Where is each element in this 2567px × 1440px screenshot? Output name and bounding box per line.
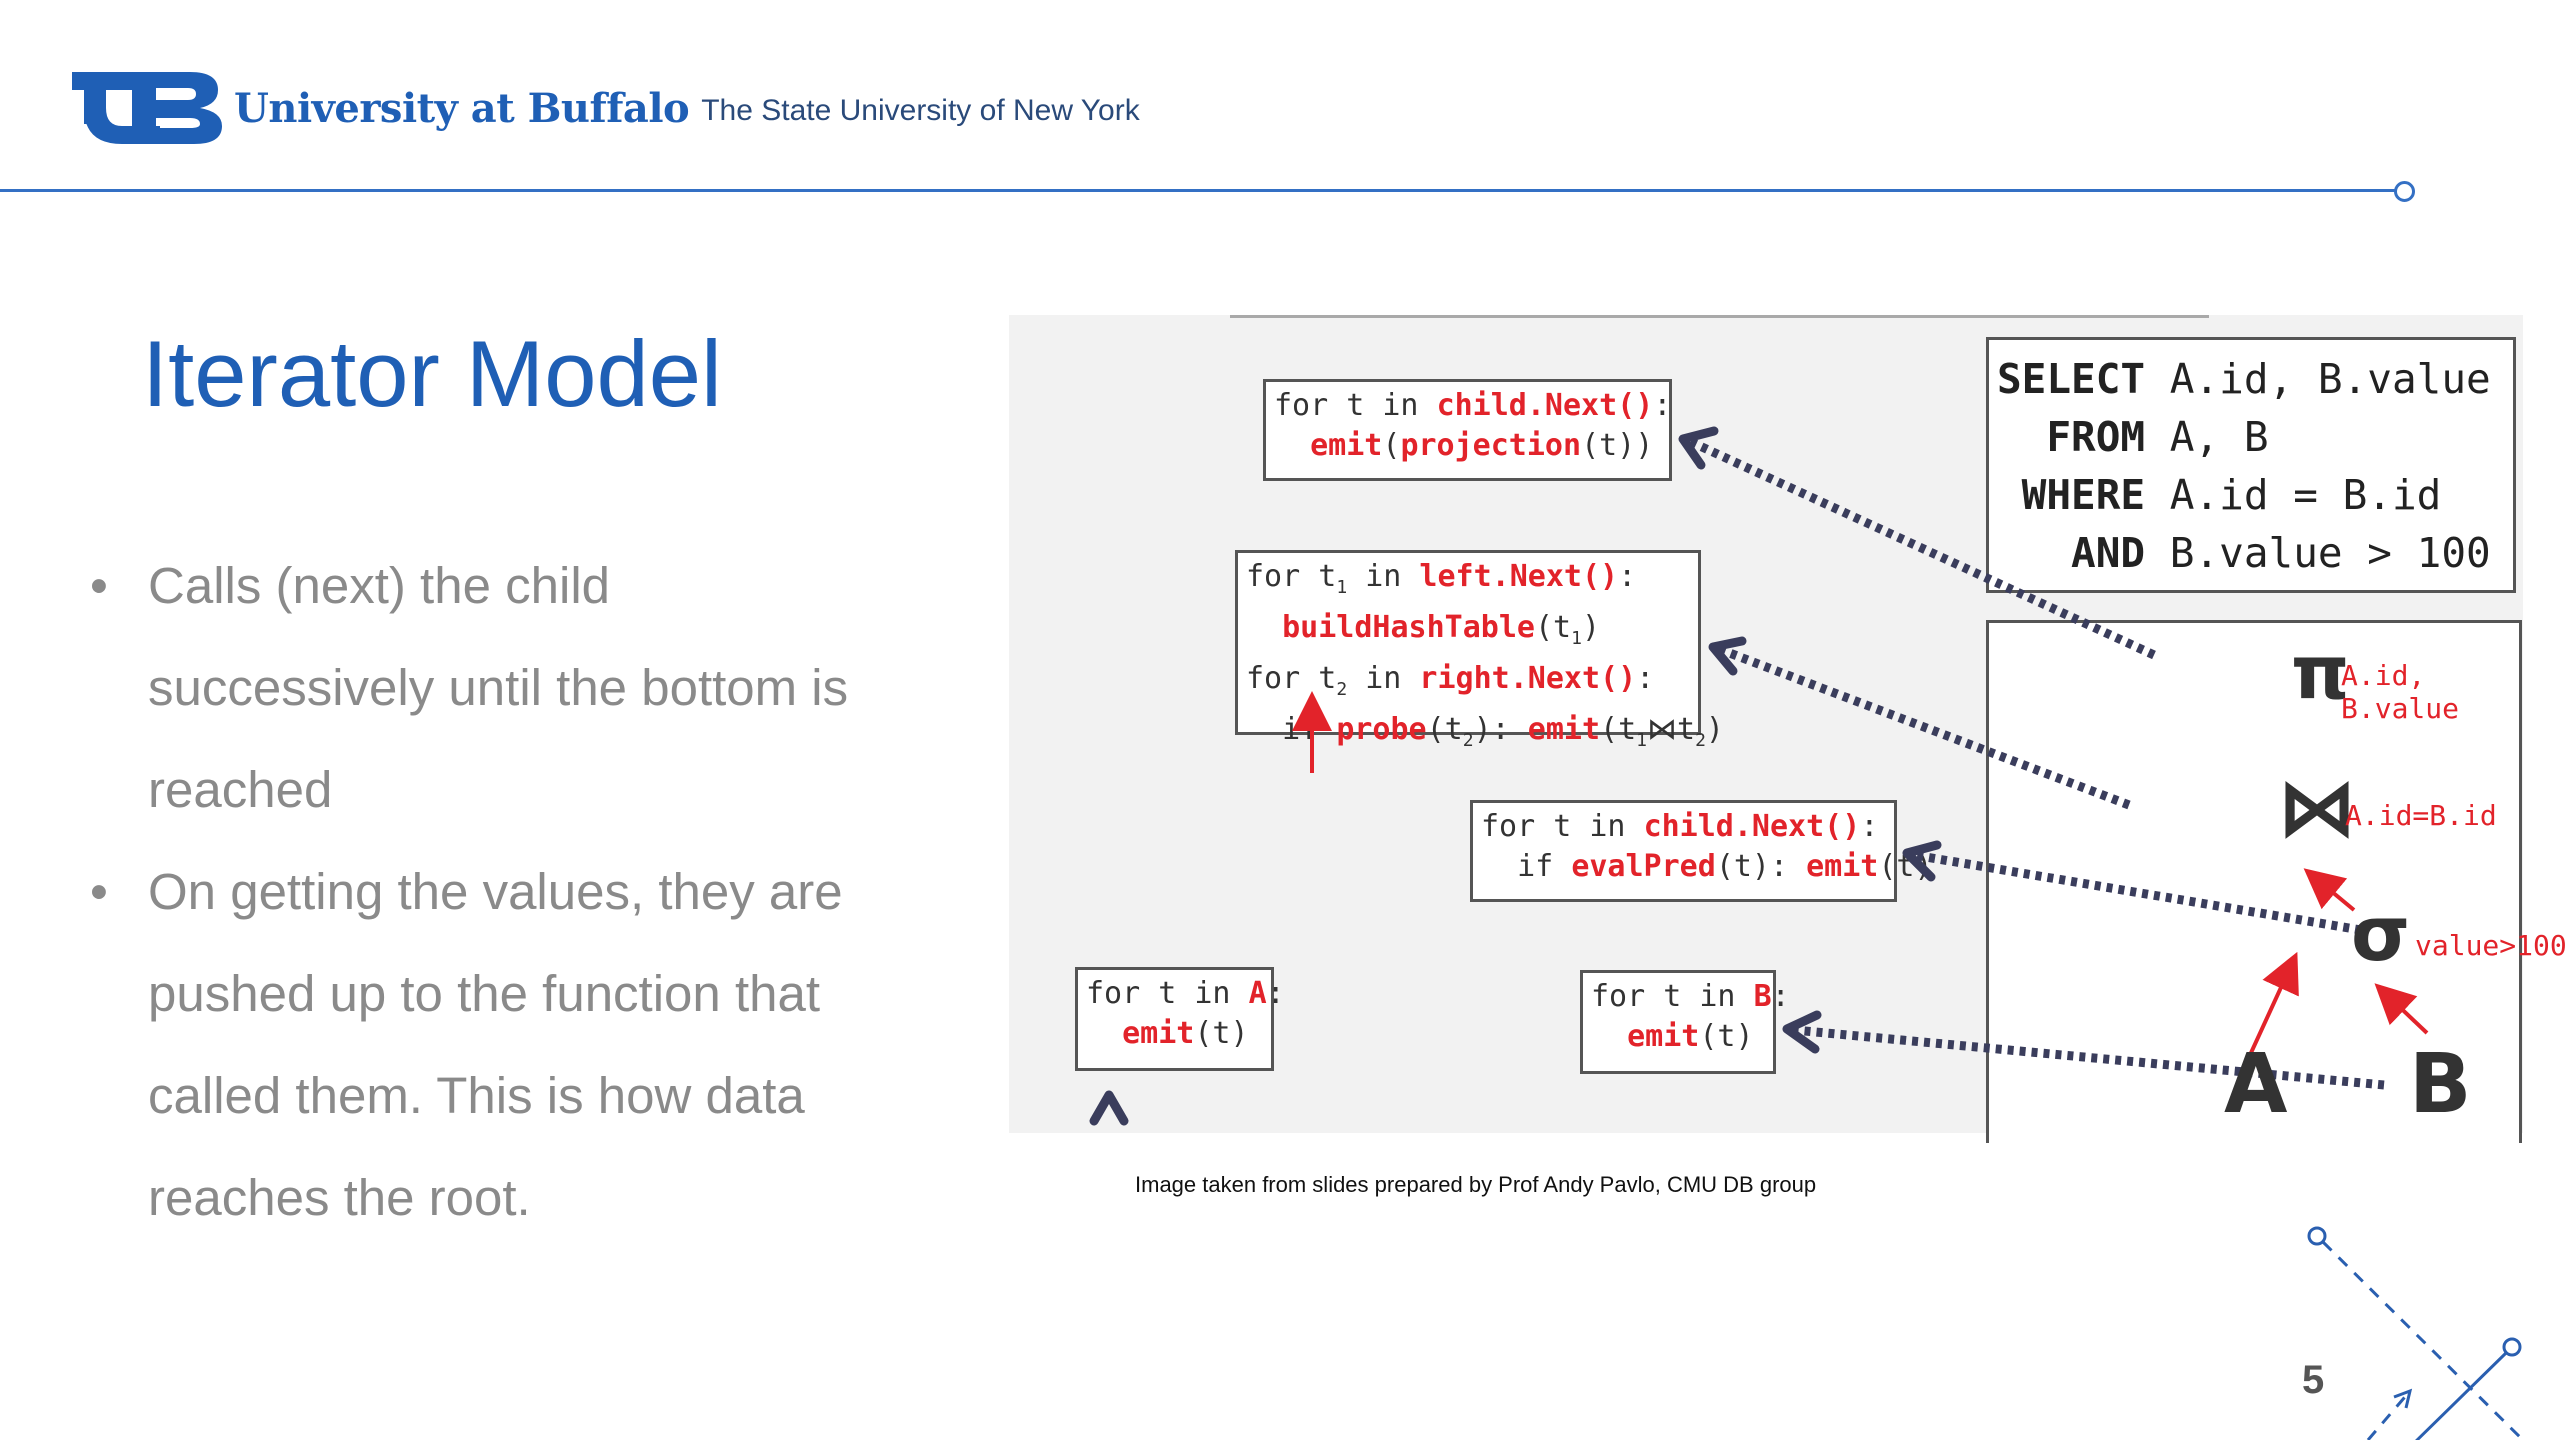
bullet-text: On getting the values, they are pushed u…: [148, 863, 843, 1226]
header-divider: [0, 189, 2405, 192]
bullet-dot-icon: •: [90, 863, 108, 920]
bullet-item: • Calls (next) the child successively unt…: [90, 535, 880, 841]
selection-label: value>100: [2415, 929, 2567, 962]
decorative-lines-icon: [2307, 1226, 2526, 1440]
table-b: B: [2409, 1037, 2472, 1132]
flow-arrow: [2374, 983, 2429, 1035]
bullet-dot-icon: •: [90, 557, 108, 614]
call-arrow: [1687, 436, 2156, 660]
iterator-model-figure: for t in child.Next(): emit(projection(t…: [1009, 315, 2567, 1143]
sql-query-box: SELECT A.id, B.value FROM A, B WHERE A.i…: [1986, 337, 2516, 593]
divider-end-circle-icon: [2394, 181, 2415, 202]
slide-title: Iterator Model: [142, 321, 722, 426]
selection-operator: σ: [2351, 889, 2411, 978]
projection-code-box: for t in child.Next(): emit(projection(t…: [1263, 379, 1672, 481]
arrowhead-icon: [1708, 636, 1747, 676]
image-caption: Image taken from slides prepared by Prof…: [1135, 1172, 1817, 1197]
arrowhead-icon: [1089, 1090, 1129, 1126]
call-arrow: [1913, 850, 2362, 935]
scan-b-code-box: for t in B: emit(t): [1580, 970, 1790, 1074]
figure-top-rule: [1230, 315, 2209, 318]
filter-code-box: for t in child.Next(): if evalPred(t): e…: [1470, 800, 1933, 902]
institution-name: University at Buffalo: [234, 84, 690, 132]
projection-operator: π: [2291, 630, 2350, 716]
arrowhead-icon: [1902, 840, 1942, 882]
plan-arrows: [1089, 426, 2429, 1126]
projection-label: A.id, B.value: [2341, 659, 2460, 725]
institution-subtitle: The State University of New York: [701, 94, 1140, 127]
sql-line: AND B.value > 100: [1997, 529, 2491, 577]
scan-a-code-box: for t in A: emit(t): [1075, 967, 1285, 1071]
arrowhead-icon: [1782, 1010, 1822, 1054]
sql-line: WHERE A.id = B.id: [1997, 471, 2442, 519]
bullet-list: • Calls (next) the child successively unt…: [90, 535, 880, 1249]
flow-arrow: [2237, 951, 2299, 1080]
ub-logo-mark-icon: [72, 72, 222, 144]
arrowhead-icon: [1678, 426, 1719, 470]
call-arrow: [1793, 1025, 2385, 1090]
bullet-text: Calls (next) the child successively unti…: [148, 557, 849, 818]
sql-line: SELECT A.id, B.value: [1997, 355, 2491, 403]
sql-line: FROM A, B: [1997, 413, 2269, 461]
flow-arrow: [2303, 868, 2356, 912]
table-a: A: [2224, 1037, 2288, 1132]
page-number: 5: [2302, 1358, 2325, 1402]
call-arrow: [1717, 644, 2131, 810]
ub-logo[interactable]: University at Buffalo The State Universi…: [72, 68, 1140, 148]
join-label: A.id=B.id: [2345, 799, 2497, 832]
bullet-item: • On getting the values, they are pushed …: [90, 841, 880, 1249]
join-operator: ⋈: [2277, 761, 2357, 854]
